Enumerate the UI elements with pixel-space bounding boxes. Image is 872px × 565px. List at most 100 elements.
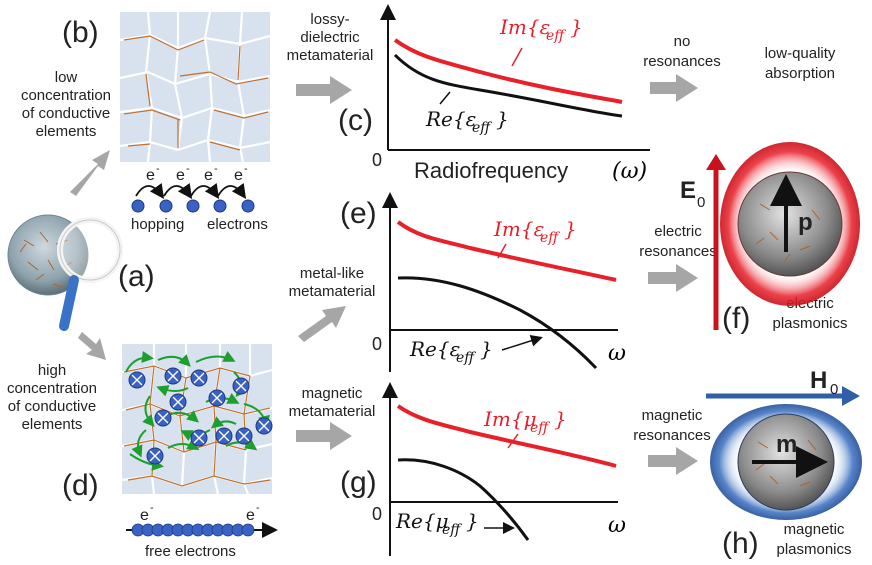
graph-c-re-label: Re{ε <box>425 107 476 131</box>
hop-electron-2-sup: - <box>186 163 190 175</box>
graph-g-im-label: Im{μ <box>483 407 537 431</box>
low-quality-1: low-quality <box>765 45 836 62</box>
E0-field-arrowhead <box>706 154 726 170</box>
hop-electron-1: e <box>146 167 155 184</box>
graph-e-re-close: } <box>480 337 493 361</box>
hop-electron-4-sup: - <box>244 163 248 175</box>
graph-c-im-label: Im{ε <box>499 15 550 39</box>
metal-text-1: metal-like <box>300 265 364 282</box>
no-resonances-2: resonances <box>643 53 721 70</box>
free-electron-left-sup: - <box>150 502 154 514</box>
sample-sphere-magnifier <box>7 214 123 331</box>
graph-g-im-close: } <box>554 407 567 431</box>
free-electrons: e - e - free electrons <box>126 502 278 560</box>
E0-label: E <box>680 177 696 204</box>
hop-electron-3-sup: - <box>214 163 218 175</box>
magnetic-dipoles <box>128 367 273 465</box>
graph-e-im-sub: eff <box>540 230 560 246</box>
lossy-text-2: dielectric <box>300 29 360 46</box>
panel-label-f: (f) <box>722 302 750 335</box>
electric-resonances-1: electric <box>654 223 702 240</box>
graph-c-im-curve <box>393 38 623 104</box>
lossy-text-1: lossy- <box>310 11 349 28</box>
graph-g-re-sub: eff <box>442 522 462 538</box>
graph-e-im-close: } <box>564 217 577 241</box>
graph-c-im-pointer <box>511 47 523 67</box>
graph-c-xlabel: Radiofrequency <box>414 158 568 183</box>
graph-g-zero: 0 <box>372 504 382 524</box>
free-electron-right-sup: - <box>256 502 260 514</box>
graph-g-re-close: } <box>466 509 479 533</box>
graph-c-re-sub: eff <box>472 120 492 136</box>
middle-gray-arrows <box>296 76 352 450</box>
electric-plasmonics-2: plasmonics <box>772 315 847 332</box>
graph-c-im-close: } <box>570 15 583 39</box>
hop-electron-4: e <box>234 167 243 184</box>
high-text-3: of conductive <box>8 398 96 415</box>
panel-label-b: (b) <box>62 16 99 49</box>
graph-c-re-curve <box>393 53 623 118</box>
electric-plasmonic-sphere: p <box>720 142 860 306</box>
electric-resonances-2: resonances <box>639 243 717 260</box>
graph-g-im-sub: eff <box>530 420 550 436</box>
panel-label-a: (a) <box>118 260 155 293</box>
graph-c-zero: 0 <box>372 150 382 170</box>
magnetic-text-1: magnetic <box>302 385 363 402</box>
graph-e-re-label: Re{ε <box>409 337 460 361</box>
free-electrons-text: free electrons <box>145 543 236 560</box>
low-text-2: concentration <box>21 87 111 104</box>
graph-c-omega: (ω) <box>612 159 647 184</box>
magnetic-text-2: metamaterial <box>289 403 376 420</box>
graph-e-im-curve <box>396 220 617 282</box>
magnetic-resonances-1: magnetic <box>642 407 703 424</box>
panel-label-e: (e) <box>340 197 377 230</box>
hopping-text: hopping <box>131 216 184 233</box>
H0-sub: 0 <box>830 381 838 398</box>
H0-label: H <box>810 367 827 394</box>
magnetic-plasmonics-2: plasmonics <box>776 541 851 558</box>
high-text-4: elements <box>22 416 83 433</box>
high-text-1: high <box>38 362 66 379</box>
graph-e-omega: ω <box>608 341 626 366</box>
magnetic-plasmonic-sphere: m <box>710 404 862 520</box>
graph-c-re-close: } <box>496 107 509 131</box>
graph-c-im-sub: eff <box>546 28 566 44</box>
right-gray-arrows <box>648 74 698 475</box>
low-text-3: of conductive <box>22 105 110 122</box>
graph-c: 0 Radiofrequency (ω) Im{ε eff } Re{ε eff… <box>372 4 650 184</box>
graph-e-im-pointer <box>497 243 507 259</box>
panel-label-h: (h) <box>722 527 759 560</box>
free-electron-left: e <box>140 507 149 524</box>
electrons-text: electrons <box>207 216 268 233</box>
graph-e: 0 ω Im{ε eff } Re{ε eff } <box>372 192 626 372</box>
hop-electron-3: e <box>204 167 213 184</box>
graph-e-im-label: Im{ε <box>493 217 544 241</box>
lossy-text-3: metamaterial <box>287 47 374 64</box>
hopping-electrons: e - e - e - e - hopping electrons <box>131 163 268 233</box>
magnetic-resonances-2: resonances <box>633 427 711 444</box>
graph-e-zero: 0 <box>372 334 382 354</box>
panel-label-d: (d) <box>62 469 99 502</box>
low-concentration-texture <box>119 11 271 163</box>
graph-g-im-curve <box>396 404 617 468</box>
left-gray-arrows <box>70 150 110 360</box>
high-concentration-texture <box>121 344 273 495</box>
panel-label-c: (c) <box>338 104 373 137</box>
E0-sub: 0 <box>697 194 705 211</box>
dipole-p-label: p <box>798 209 813 236</box>
low-text-1: low <box>55 69 78 86</box>
graph-g-im-pointer <box>507 433 519 449</box>
panel-label-g: (g) <box>340 466 377 499</box>
low-text-4: elements <box>36 123 97 140</box>
H0-field-arrowhead <box>842 386 860 406</box>
graph-e-re-curve <box>397 276 598 370</box>
graph-c-re-pointer <box>439 91 451 105</box>
graph-g-omega: ω <box>608 513 626 538</box>
free-electron-right: e <box>246 507 255 524</box>
metal-text-2: metamaterial <box>289 283 376 300</box>
dipole-m-label: m <box>776 431 797 458</box>
low-quality-2: absorption <box>765 65 835 82</box>
graph-g: 0 ω Im{μ eff } Re{μ eff } <box>372 382 626 556</box>
graph-g-re-label: Re{μ <box>395 509 449 533</box>
